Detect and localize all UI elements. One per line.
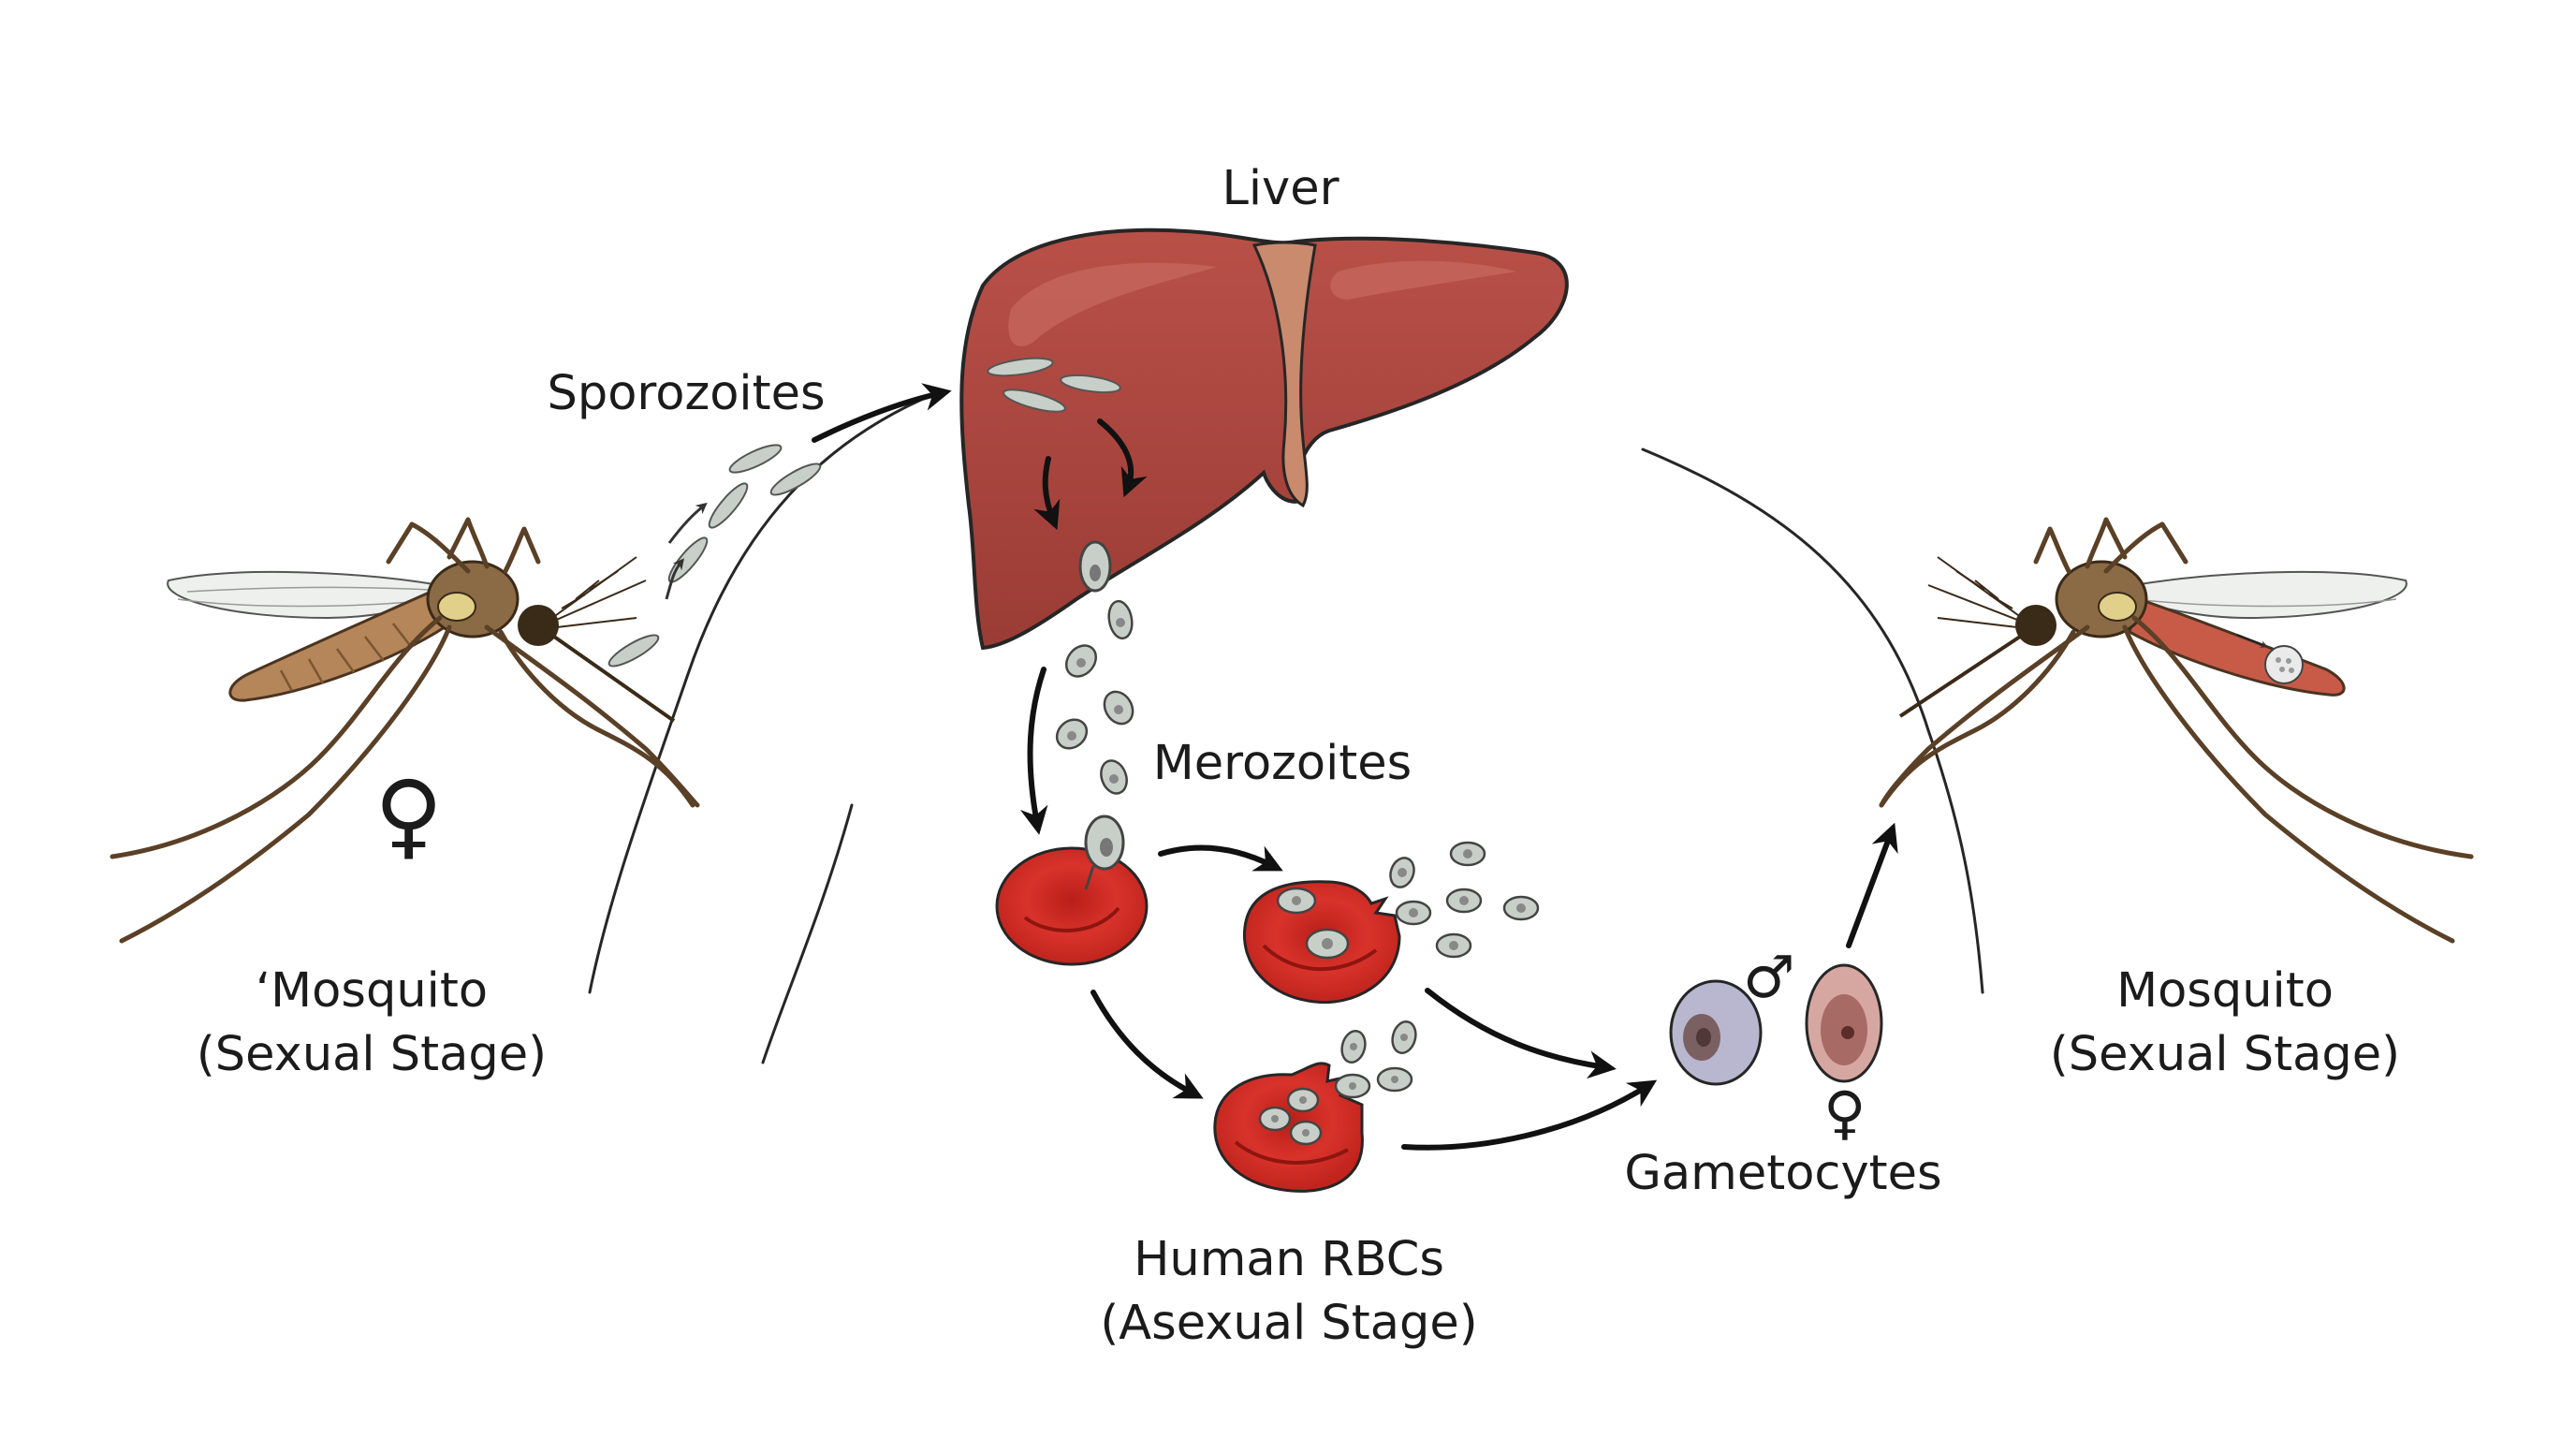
- right-mosquito-label-line2: (Sexual Stage): [2050, 1027, 2400, 1082]
- left-mosquito-label-line2: (Sexual Stage): [197, 1027, 547, 1082]
- rbcs-label-line2: (Asexual Stage): [1100, 1296, 1477, 1351]
- sporozoite-stream: [607, 444, 822, 668]
- released-merozoites-lower: [1334, 1020, 1417, 1099]
- rbc-bursting-lower: [1213, 1062, 1364, 1193]
- rbc-bursting-upper: [1242, 880, 1401, 1005]
- liver-label: Liver: [1222, 161, 1339, 216]
- liver-illustration: [959, 227, 1569, 651]
- gametocyte-female: [1805, 963, 1883, 1083]
- right-mosquito-label-line1: Mosquito: [2116, 963, 2334, 1019]
- gametocytes-label: Gametocytes: [1624, 1146, 1941, 1201]
- left-mosquito-label-line1: ‘Mosquito: [256, 963, 488, 1019]
- gametocyte-male: [1669, 979, 1763, 1086]
- liver-sporozoites: [987, 357, 1121, 413]
- merozoites-label: Merozoites: [1153, 736, 1412, 791]
- left-mosquito: [110, 517, 700, 944]
- released-merozoites: [1055, 599, 1134, 795]
- sporozoites-label: Sporozoites: [547, 366, 825, 421]
- right-mosquito: [1879, 517, 2474, 944]
- rbcs-label-line1: Human RBCs: [1134, 1232, 1444, 1287]
- human-body-outline: [588, 391, 1984, 1064]
- rbc-invaded: [995, 814, 1149, 966]
- female-symbol-left: ♀: [374, 760, 443, 870]
- male-symbol: ♂: [1743, 943, 1795, 1011]
- female-gametocyte-symbol: ♀: [1823, 1078, 1866, 1147]
